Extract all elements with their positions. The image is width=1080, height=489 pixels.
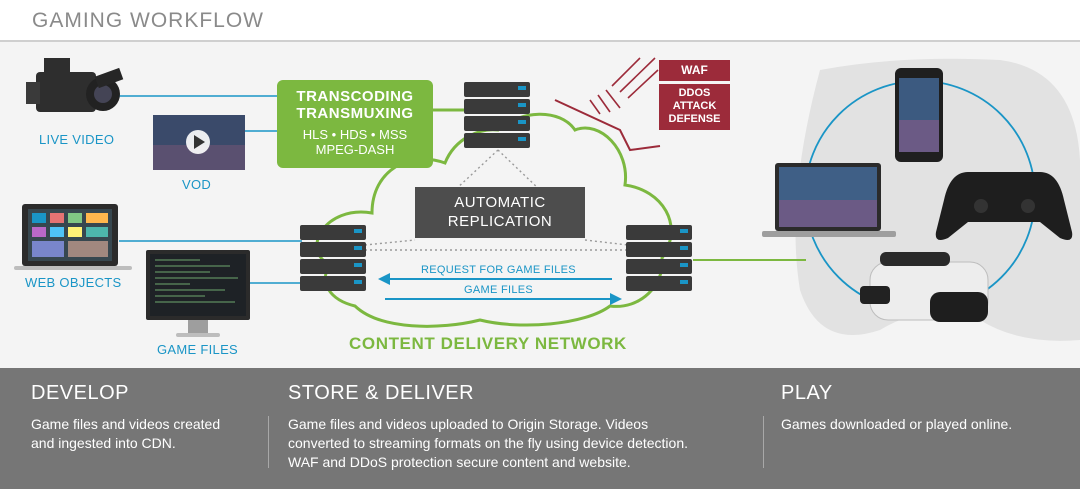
vod-label: VOD — [182, 177, 212, 192]
game-files-label: GAME FILES — [157, 342, 239, 357]
develop-line: Game files and videos created — [31, 416, 221, 432]
store-deliver-text: Game files and videos uploaded to Origin… — [288, 415, 688, 472]
live-video-label: LIVE VIDEO — [39, 132, 115, 147]
server-top — [464, 82, 530, 148]
transcoding-title: TRANSCODING TRANSMUXING — [277, 88, 433, 122]
ddos-defense-box: DDOS ATTACK DEFENSE — [659, 84, 730, 130]
develop-text: Game files and videos created and ingest… — [31, 415, 220, 453]
title-divider — [0, 40, 1080, 42]
develop-line: and ingested into CDN. — [31, 435, 176, 451]
replication-lines — [364, 149, 629, 251]
waf-box: WAF — [659, 60, 730, 81]
description-panel: DEVELOP Game files and videos created an… — [0, 368, 1080, 489]
transcoding-box: TRANSCODING TRANSMUXING HLS • HDS • MSS … — [277, 80, 433, 168]
store-deliver-line: WAF and DDoS protection secure content a… — [288, 454, 631, 470]
replication-line1: AUTOMATIC — [454, 194, 546, 211]
vod-thumbnail-icon — [153, 115, 245, 170]
transcoding-formats: HLS • HDS • MSS MPEG-DASH — [277, 127, 433, 157]
develop-heading: DEVELOP — [31, 382, 129, 404]
transcoding-title-line1: TRANSCODING — [296, 88, 414, 105]
laptop-icon — [762, 163, 896, 237]
source-connectors — [118, 95, 302, 284]
transcoding-title-line2: TRANSMUXING — [296, 105, 414, 122]
cdn-label: CONTENT DELIVERY NETWORK — [349, 334, 627, 353]
formats-line1: HLS • HDS • MSS — [302, 127, 408, 142]
formats-line2: MPEG-DASH — [315, 142, 395, 157]
gamepad-icon — [935, 172, 1073, 240]
vr-headset-icon — [860, 252, 989, 322]
files-arrow-label: GAME FILES — [464, 284, 534, 296]
ddos-line1: DDOS — [678, 87, 711, 99]
arrows — [378, 273, 622, 305]
store-deliver-heading: STORE & DELIVER — [288, 382, 475, 404]
play-text: Games downloaded or played online. — [781, 415, 1012, 434]
web-objects-label: WEB OBJECTS — [25, 275, 122, 290]
ddos-line3: DEFENSE — [668, 113, 721, 125]
server-left — [300, 225, 366, 291]
request-arrow-label: REQUEST FOR GAME FILES — [421, 264, 576, 276]
camera-icon — [26, 58, 124, 112]
play-line: Games downloaded or played online. — [781, 416, 1013, 432]
workflow-diagram — [14, 57, 1080, 341]
play-heading: PLAY — [781, 382, 833, 404]
store-deliver-line: converted to streaming formats on the fl… — [288, 435, 688, 451]
attack-lines — [554, 57, 661, 152]
phone-icon — [895, 68, 943, 162]
game-files-monitor-icon — [146, 250, 250, 337]
web-objects-tablet-icon — [14, 204, 132, 270]
server-right — [626, 225, 692, 291]
replication-line2: REPLICATION — [447, 213, 553, 230]
page-title: GAMING WORKFLOW — [32, 9, 264, 32]
ddos-line2: ATTACK — [672, 100, 717, 112]
store-deliver-line: Game files and videos uploaded to Origin… — [288, 416, 649, 432]
column-divider — [763, 416, 764, 468]
automatic-replication-box: AUTOMATIC REPLICATION — [415, 187, 585, 238]
column-divider — [268, 416, 269, 468]
